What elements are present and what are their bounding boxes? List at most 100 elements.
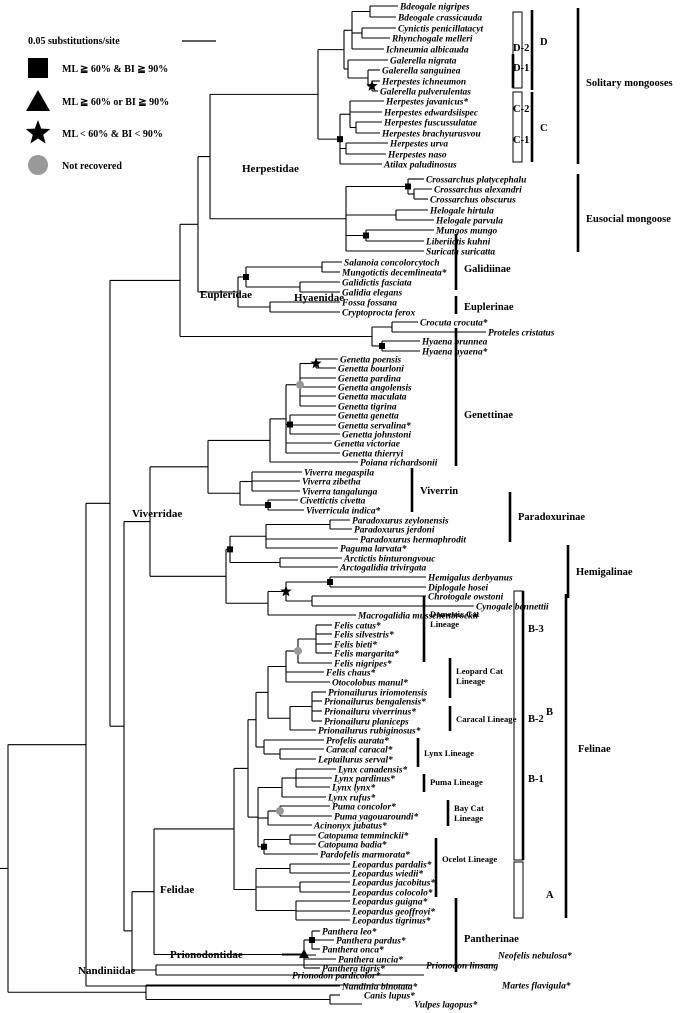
taxon-label: Viverra megaspila: [304, 468, 374, 478]
family-label: Felidae: [160, 884, 194, 896]
taxon-label: Panthera pardus*: [336, 935, 406, 946]
taxon-label: Mungotictis decemlineata*: [341, 267, 447, 278]
taxon-label: Vulpes lagopus*: [414, 999, 478, 1010]
taxon-label: Genetta victoriae: [334, 439, 400, 449]
support-square-icon: [363, 232, 369, 239]
taxon-label: Felis chaus*: [325, 667, 376, 678]
taxon-label: Crossarchus platycephalu: [426, 175, 526, 185]
taxon-label: Profelis aurata*: [326, 735, 389, 746]
group-label: C-2: [513, 104, 529, 115]
scale-label: 0.05 substitutions/site: [28, 36, 120, 47]
taxon-label: Lynx rufus*: [327, 792, 376, 803]
taxon-label: Proteles cristatus: [488, 328, 555, 338]
taxon-label: Galidictis fasciata: [342, 278, 412, 288]
support-star-icon: [310, 357, 322, 369]
taxon-label: Salanoia concolorcytoch: [344, 258, 440, 268]
family-label: Nandiniidae: [78, 965, 136, 977]
taxon-label: Herpestes brachyurusvou: [381, 129, 481, 139]
taxon-label: Genetta genetta: [338, 411, 399, 421]
group-label: Paradoxurinae: [518, 512, 585, 523]
support-square-icon: [327, 579, 333, 585]
taxon-label: Paradoxurus hermaphrodit: [360, 535, 466, 545]
taxon-label: Herpestes urva: [389, 139, 448, 149]
group-label: Pantherinae: [464, 934, 519, 945]
taxon-label: Chrotogale owstoni: [428, 592, 504, 602]
group-label: Lineage: [454, 813, 483, 823]
taxon-label: Leopardus geoffroyi*: [351, 906, 435, 917]
taxon-label: Rhynchogale melleri: [391, 34, 473, 44]
taxon-label: Macrogalidia musschenbroekii: [357, 611, 478, 621]
taxon-label: Puma yagouaroundi*: [334, 811, 418, 822]
taxon-label: Viverra tangalunga: [302, 487, 378, 497]
support-square-icon: [243, 274, 249, 280]
taxon-label: Diplogale hosei: [427, 583, 489, 593]
taxon-label: Crossarchus obscurus: [430, 195, 516, 205]
taxon-label: Suricata suricatta: [426, 247, 495, 257]
group-label: Viverrin: [420, 486, 458, 497]
group-label: A: [546, 890, 554, 901]
legend-triangle-icon: [26, 90, 50, 111]
group-label: B: [546, 707, 553, 718]
taxon-label: Herpestes edwardsiispec: [383, 108, 479, 118]
group-label: Lineage: [430, 619, 459, 629]
group-label: Puma Lineage: [430, 777, 483, 787]
support-square-icon: [309, 937, 315, 943]
taxon-label: Galerella nigrata: [390, 56, 457, 66]
group-label: Euplerinae: [464, 302, 514, 313]
taxon-label: Prionodon linsang: [426, 961, 498, 971]
taxon-label: Viverricula indica*: [306, 505, 381, 516]
taxon-label: Genetta tigrina: [338, 402, 397, 412]
taxon-label: Helogale parvula: [435, 216, 503, 226]
taxon-label: Felis catus*: [333, 620, 381, 631]
taxon-label: Genetta pardina: [338, 374, 401, 384]
taxon-label: Ichneumia albicauda: [385, 45, 469, 55]
family-label: Prionodontidae: [170, 949, 243, 961]
taxon-label: Felis margarita*: [333, 648, 399, 659]
taxon-label: Catopuma temminckii*: [318, 830, 409, 841]
taxon-label: Herpestes ichneumon: [381, 77, 466, 87]
taxon-label: Lynx canadensis*: [337, 764, 407, 775]
group-label: Bay Cat: [454, 803, 484, 813]
group-label: Leopard Cat: [456, 666, 503, 676]
support-star-icon: [280, 585, 292, 597]
legend-circle-icon: [28, 155, 48, 175]
taxon-label: Panthera onca*: [322, 944, 384, 955]
taxon-label: Canis lupus*: [364, 990, 415, 1001]
clade-box: [512, 91, 523, 163]
family-label: Eupleridae: [200, 289, 252, 301]
taxon-label: Leopardus colocolo*: [351, 887, 433, 898]
not-recovered-circle-icon: [294, 647, 302, 655]
taxon-label: Leopardus pardalis*: [351, 859, 432, 870]
taxon-label: Prionailurus rubiginosus*: [318, 725, 421, 736]
group-label: C: [540, 123, 548, 134]
clade-box: [512, 11, 523, 89]
taxon-label: Crossarchus alexandri: [434, 185, 522, 195]
taxon-label: Bdeogale crassicauda: [397, 13, 482, 23]
taxon-label: Crocuta crocuta*: [420, 317, 488, 328]
taxon-label: Poiana richardsonii: [360, 458, 438, 468]
group-label: Hemigalinae: [576, 567, 633, 578]
group-label: Genettinae: [464, 410, 513, 421]
taxon-label: Genetta bourloni: [338, 364, 404, 374]
taxon-label: Puma concolor*: [332, 801, 396, 812]
group-label: Lynx Lineage: [424, 748, 474, 758]
group-label: B-3: [528, 624, 544, 635]
taxon-label: Leopardus jacobitus*: [351, 877, 435, 888]
taxon-label: Panthera uncia*: [338, 954, 403, 965]
taxon-label: Genetta poensis: [340, 355, 402, 365]
taxon-label: Panthera tigris*: [322, 963, 385, 974]
taxon-label: Genetta thierryi: [342, 449, 404, 459]
taxon-label: Paradoxurus jerdoni: [354, 525, 435, 535]
taxon-label: Neofelis nebulosa*: [497, 950, 572, 961]
taxon-label: Leopardus tigrinus*: [351, 915, 431, 926]
taxon-label: Leopardus wiedii*: [351, 868, 423, 879]
taxon-label: Leopardus guigna*: [351, 896, 428, 907]
taxon-label: Liberiictis kuhni: [425, 237, 491, 247]
taxon-label: Leptailurus serval*: [317, 754, 393, 765]
group-label: B-1: [528, 774, 544, 785]
group-label: D-1: [513, 63, 529, 74]
group-label: Galidiinae: [464, 264, 511, 275]
taxon-label: Galidia elegans: [342, 288, 403, 298]
group-label: Caracal Lineage: [456, 714, 517, 724]
clade-box: [513, 590, 524, 861]
